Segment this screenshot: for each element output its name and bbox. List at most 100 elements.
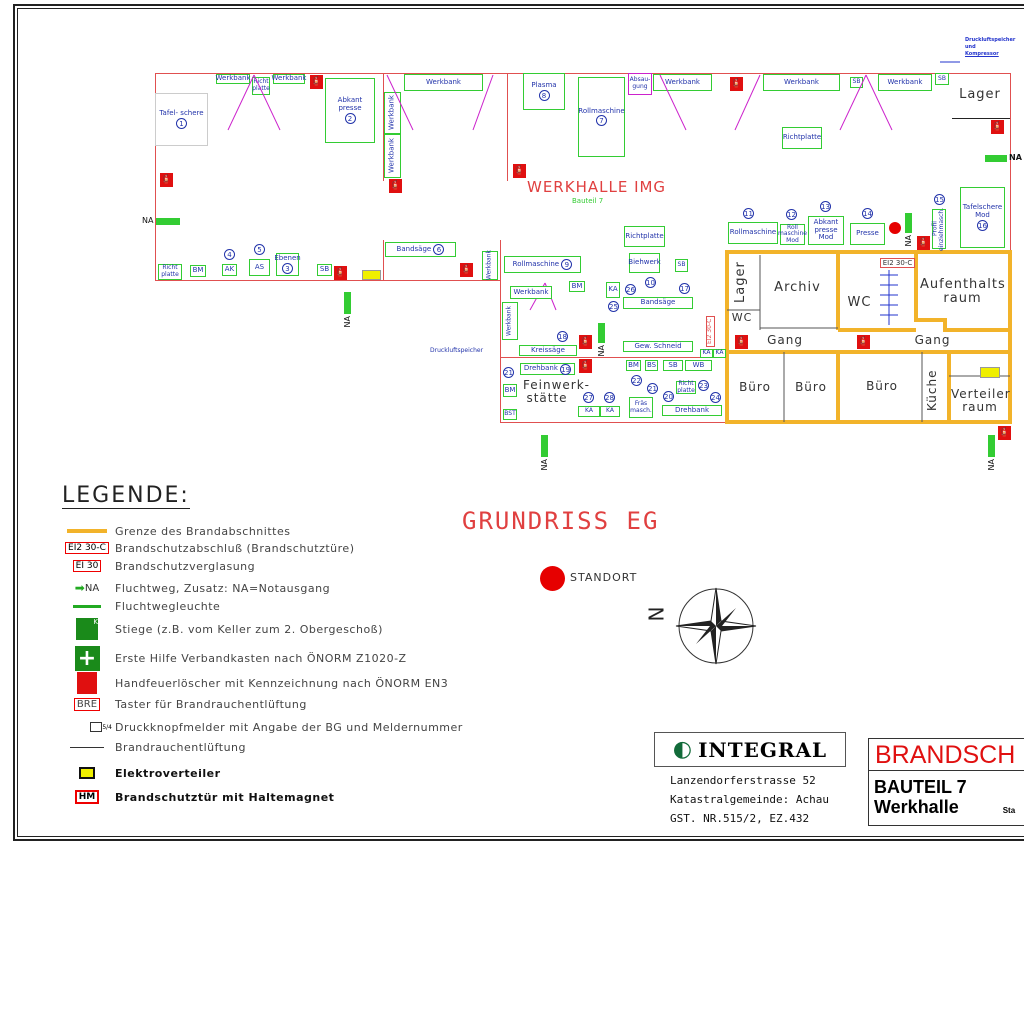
- note-line: Kompressor: [965, 51, 999, 57]
- bm: BM: [503, 384, 517, 397]
- room-wc: WC: [731, 311, 753, 324]
- call-point-number: 5/4: [102, 723, 112, 731]
- drehbank: Drehbank 19: [520, 363, 575, 375]
- label: Abkant presse: [337, 96, 363, 112]
- fire-extinguisher-icon: 🧯: [579, 359, 592, 373]
- exit-arrow-icon: [905, 213, 912, 233]
- workbench: Werkbank: [404, 74, 483, 91]
- machine-number: 28: [604, 392, 615, 403]
- legend-text: Handfeuerlöscher mit Kennzeichnung nach …: [115, 676, 449, 690]
- sb: SB: [675, 259, 688, 272]
- title-block-extra: Sta: [1002, 806, 1016, 815]
- exit-arrow-icon: [988, 435, 995, 457]
- wall: [155, 280, 501, 281]
- machine-number: 18: [557, 331, 568, 342]
- legend-text: Elektroverteiler: [115, 766, 221, 780]
- exit-arrow-icon: [344, 292, 351, 314]
- profil-einziehmaschine: Profil einziehmasch.: [931, 207, 946, 251]
- exit-arrow-icon: [985, 155, 1007, 162]
- rollmaschine-mod: Roll maschine Mod: [778, 223, 807, 245]
- presse: Presse: [850, 223, 885, 245]
- fire-extinguisher-icon: 🧯: [389, 179, 402, 193]
- note-line: und: [965, 44, 976, 50]
- machine-number: 23: [698, 380, 709, 391]
- straightening-plate: Richt platte: [158, 264, 182, 280]
- company-logo: ◐ INTEGRAL: [654, 732, 846, 767]
- room-aufenthaltsraum: Aufenthalts raum: [920, 277, 1006, 306]
- fire-extinguisher-icon: 🧯: [334, 266, 347, 280]
- room-feinwerkstaette: Feinwerk- stätte: [523, 378, 590, 405]
- abkantpresse-mod: Abkant presse Mod: [808, 216, 844, 245]
- wall: [500, 240, 501, 280]
- fire-extinguisher-icon: 🧯: [998, 426, 1011, 440]
- ka: KA: [713, 349, 726, 358]
- room-buero: Büro: [866, 379, 898, 393]
- machine-number: 25: [608, 301, 619, 312]
- fire-extinguisher-icon: [77, 672, 97, 694]
- standort-marker: [889, 222, 901, 234]
- workbench: Werkbank: [271, 74, 307, 84]
- call-point-icon: [90, 722, 103, 732]
- note-line: Druckluftspeicher: [965, 37, 1016, 43]
- legend-text: Taster für Brandrauchentlüftung: [115, 697, 307, 711]
- wall: [952, 118, 1010, 119]
- fire-door-icon: EI2 30-C: [65, 542, 109, 554]
- machine-number: 8: [538, 89, 550, 101]
- bm: BM: [626, 360, 641, 371]
- straightening-plate: Richt platte: [252, 77, 270, 95]
- machine-number: 24: [710, 392, 721, 403]
- machine-number: 14: [862, 208, 873, 219]
- fire-extinguisher-icon: 🧯: [991, 120, 1004, 134]
- standort-icon: [540, 566, 565, 591]
- machine-number: 4: [224, 249, 235, 260]
- exit-label: NA: [540, 459, 549, 471]
- machine-number: 17: [679, 283, 690, 294]
- room-gang: Gang: [767, 333, 803, 347]
- building-part: BAUTEIL 7: [874, 777, 967, 797]
- machine-number: 7: [596, 115, 607, 127]
- ka: KA: [700, 349, 713, 358]
- electrical-distributor-icon: [980, 367, 1000, 378]
- fire-door-label: EI2 30-C: [880, 258, 915, 268]
- room-verteilerraum: Verteiler raum: [951, 387, 1011, 414]
- wall: [500, 280, 501, 423]
- fire-extinguisher-icon: 🧯: [735, 335, 748, 349]
- straightening-plate: Richtplatte: [782, 127, 822, 149]
- legend-item: Fluchtwegleuchte: [62, 598, 220, 614]
- first-aid-icon: +: [74, 645, 100, 671]
- compass-north-label: N: [643, 606, 668, 622]
- legend-item: Grenze des Brandabschnittes: [62, 523, 290, 539]
- machine-number: 19: [560, 363, 572, 375]
- room-wc: WC: [847, 295, 872, 310]
- label: Tafelschere Mod: [962, 203, 1003, 219]
- room-buero: Büro: [795, 380, 827, 394]
- machine-number: 15: [934, 194, 945, 205]
- wall: [155, 73, 1011, 74]
- machine-number: 10: [645, 277, 656, 288]
- machine-number: 27: [583, 392, 594, 403]
- machine-number: 13: [820, 201, 831, 212]
- exit-label: NA: [142, 216, 154, 225]
- hall-title: WERKHALLE IMG: [527, 178, 667, 196]
- sb: SB: [663, 360, 683, 371]
- logo-icon: ◐: [672, 737, 693, 762]
- wall: [500, 357, 727, 358]
- wall: [155, 73, 156, 281]
- fire-extinguisher-icon: 🧯: [857, 335, 870, 349]
- exit-arrow-icon: [541, 435, 548, 457]
- wall: [507, 73, 508, 181]
- smoke-vent-button-icon: BRE: [73, 697, 101, 711]
- exit-label: NA: [904, 235, 913, 247]
- stairs-icon: K: [76, 618, 98, 640]
- fraesmaschine: Fräs masch.: [629, 397, 653, 418]
- machine-number: 6: [433, 244, 445, 255]
- machine-number: 22: [631, 375, 642, 386]
- fire-extinguisher-icon: 🧯: [513, 164, 526, 178]
- label: Ebenen: [274, 254, 301, 263]
